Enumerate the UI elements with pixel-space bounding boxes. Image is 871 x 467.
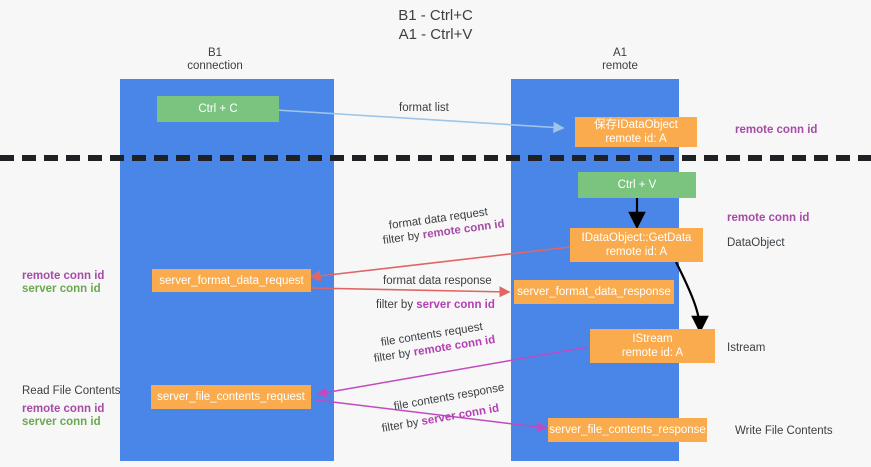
node-istream-line2: remote id: A — [621, 347, 684, 359]
annotation-left-server-conn-id: server conn id — [22, 283, 101, 295]
filter-prefix-2: filter by — [376, 299, 417, 311]
node-server-format-data-request[interactable]: server_format_data_request — [152, 269, 311, 292]
column-header-b1-sub: connection — [187, 60, 243, 72]
annotation-left-remote-conn-id: remote conn id — [22, 270, 105, 282]
column-header-a1-sub: remote — [602, 60, 638, 72]
filter-prefix-3: filter by — [373, 346, 415, 365]
diagram-title: B1 - Ctrl+C A1 - Ctrl+V — [0, 6, 871, 44]
phase-divider — [0, 155, 871, 161]
node-server-format-data-request-label: server_format_data_request — [159, 274, 304, 287]
annotation-left-read-file-contents: Read File Contents — [22, 385, 121, 397]
annotation-right-remote-conn-id-mid: remote conn id — [727, 212, 810, 224]
column-header-a1: A1 remote — [545, 47, 695, 73]
node-idataobject-getdata-line1: IDataObject::GetData — [581, 232, 692, 244]
filter-prefix-1: filter by — [382, 229, 424, 247]
node-ctrl-c-label: Ctrl + C — [198, 103, 238, 115]
node-server-file-contents-response-label: server_file_contents_response — [549, 424, 706, 436]
title-line-2: A1 - Ctrl+V — [398, 26, 473, 43]
node-idataobject-getdata-line2: remote id: A — [605, 246, 668, 258]
node-save-idataobject[interactable]: 保存IDataObject remote id: A — [575, 117, 697, 147]
edge-label-format-data-response-filter: filter by server conn id — [376, 298, 495, 312]
annotation-right-write-file-contents: Write File Contents — [735, 425, 833, 437]
annotation-right-remote-conn-id-top: remote conn id — [735, 124, 818, 136]
filter-prefix-4: filter by — [380, 416, 423, 435]
node-idataobject-getdata[interactable]: IDataObject::GetData remote id: A — [570, 228, 703, 262]
node-server-format-data-response[interactable]: server_format_data_response — [514, 280, 674, 304]
node-save-idataobject-line1: 保存IDataObject — [594, 119, 678, 131]
filter-key-server-conn-id-1: server conn id — [416, 299, 495, 311]
column-header-b1-name: B1 — [207, 47, 223, 59]
title-line-1: B1 - Ctrl+C — [398, 7, 473, 24]
annotation-right-dataobject: DataObject — [727, 237, 785, 249]
arrow-format-data-response — [310, 286, 511, 298]
node-istream[interactable]: IStream remote id: A — [590, 329, 715, 363]
node-ctrl-v-label: Ctrl + V — [617, 179, 657, 191]
annotation-right-istream: Istream — [727, 342, 766, 354]
node-server-file-contents-request-label: server_file_contents_request — [157, 391, 305, 403]
node-save-idataobject-line2: remote id: A — [605, 133, 667, 145]
node-ctrl-c[interactable]: Ctrl + C — [157, 96, 279, 122]
node-ctrl-v[interactable]: Ctrl + V — [578, 172, 696, 198]
arrow-getdata-to-istream — [675, 261, 709, 334]
node-server-file-contents-request[interactable]: server_file_contents_request — [151, 385, 311, 409]
node-server-file-contents-response[interactable]: server_file_contents_response — [548, 418, 707, 442]
node-server-format-data-response-label: server_format_data_response — [517, 286, 671, 298]
annotation-left-bottom-remote-conn-id: remote conn id — [22, 403, 105, 415]
column-header-a1-name: A1 — [612, 47, 628, 59]
edge-label-format-data-response: format data response — [383, 275, 492, 287]
column-header-b1: B1 connection — [140, 47, 290, 73]
edge-label-format-list: format list — [399, 102, 449, 114]
annotation-left-bottom-server-conn-id: server conn id — [22, 416, 101, 428]
node-istream-line1: IStream — [632, 333, 673, 345]
